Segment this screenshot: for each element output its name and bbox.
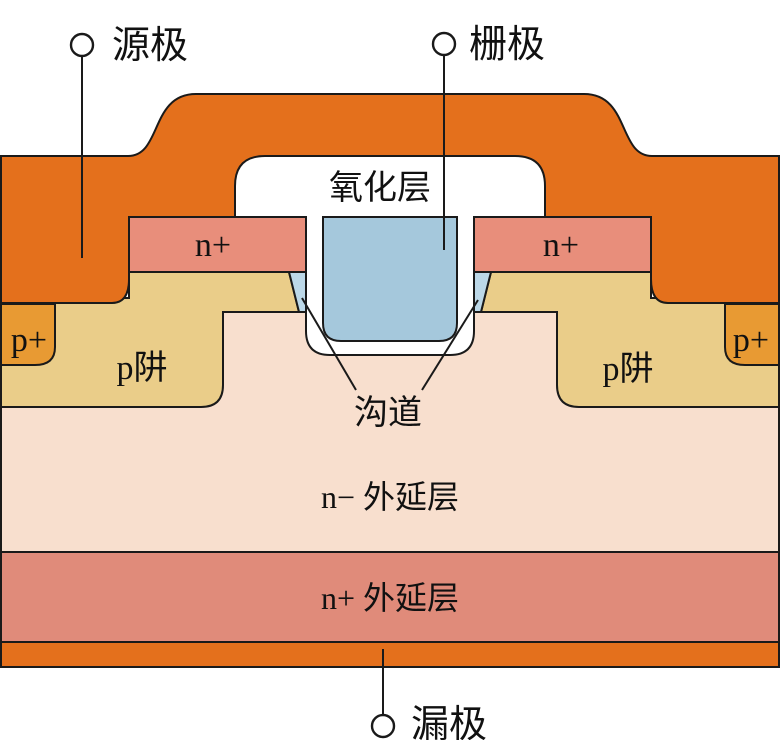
- n-plus-left-label: n+: [195, 227, 231, 264]
- drain-terminal-label: 漏极: [411, 704, 487, 740]
- channel-pointer-right: [421, 299, 479, 391]
- p-well-left-label: p阱: [117, 350, 168, 387]
- gate-terminal-label: 栅极: [469, 24, 545, 66]
- n-plus-right-label: n+: [543, 227, 579, 264]
- p-plus-left-label: p+: [11, 322, 47, 359]
- gate-poly-region: [322, 216, 458, 342]
- drain-terminal-node: [370, 713, 396, 739]
- drain-metal-region: [0, 641, 780, 668]
- oxide-layer-label: 氧化层: [329, 169, 431, 207]
- p-plus-right-label: p+: [733, 322, 769, 359]
- channel-pointer-left: [301, 297, 357, 391]
- source-terminal-label: 源极: [112, 25, 188, 67]
- p-well-right-label: p阱: [603, 351, 654, 388]
- n-plus-epi-label: n+ 外延层: [321, 580, 459, 616]
- n-minus-epi-label: n− 外延层: [321, 479, 459, 515]
- gate-terminal-node: [431, 31, 457, 57]
- channel-label: 沟道: [354, 394, 422, 432]
- p-plus-right-region: [724, 303, 780, 366]
- source-terminal-node: [69, 32, 95, 58]
- p-plus-left-region: [0, 303, 56, 366]
